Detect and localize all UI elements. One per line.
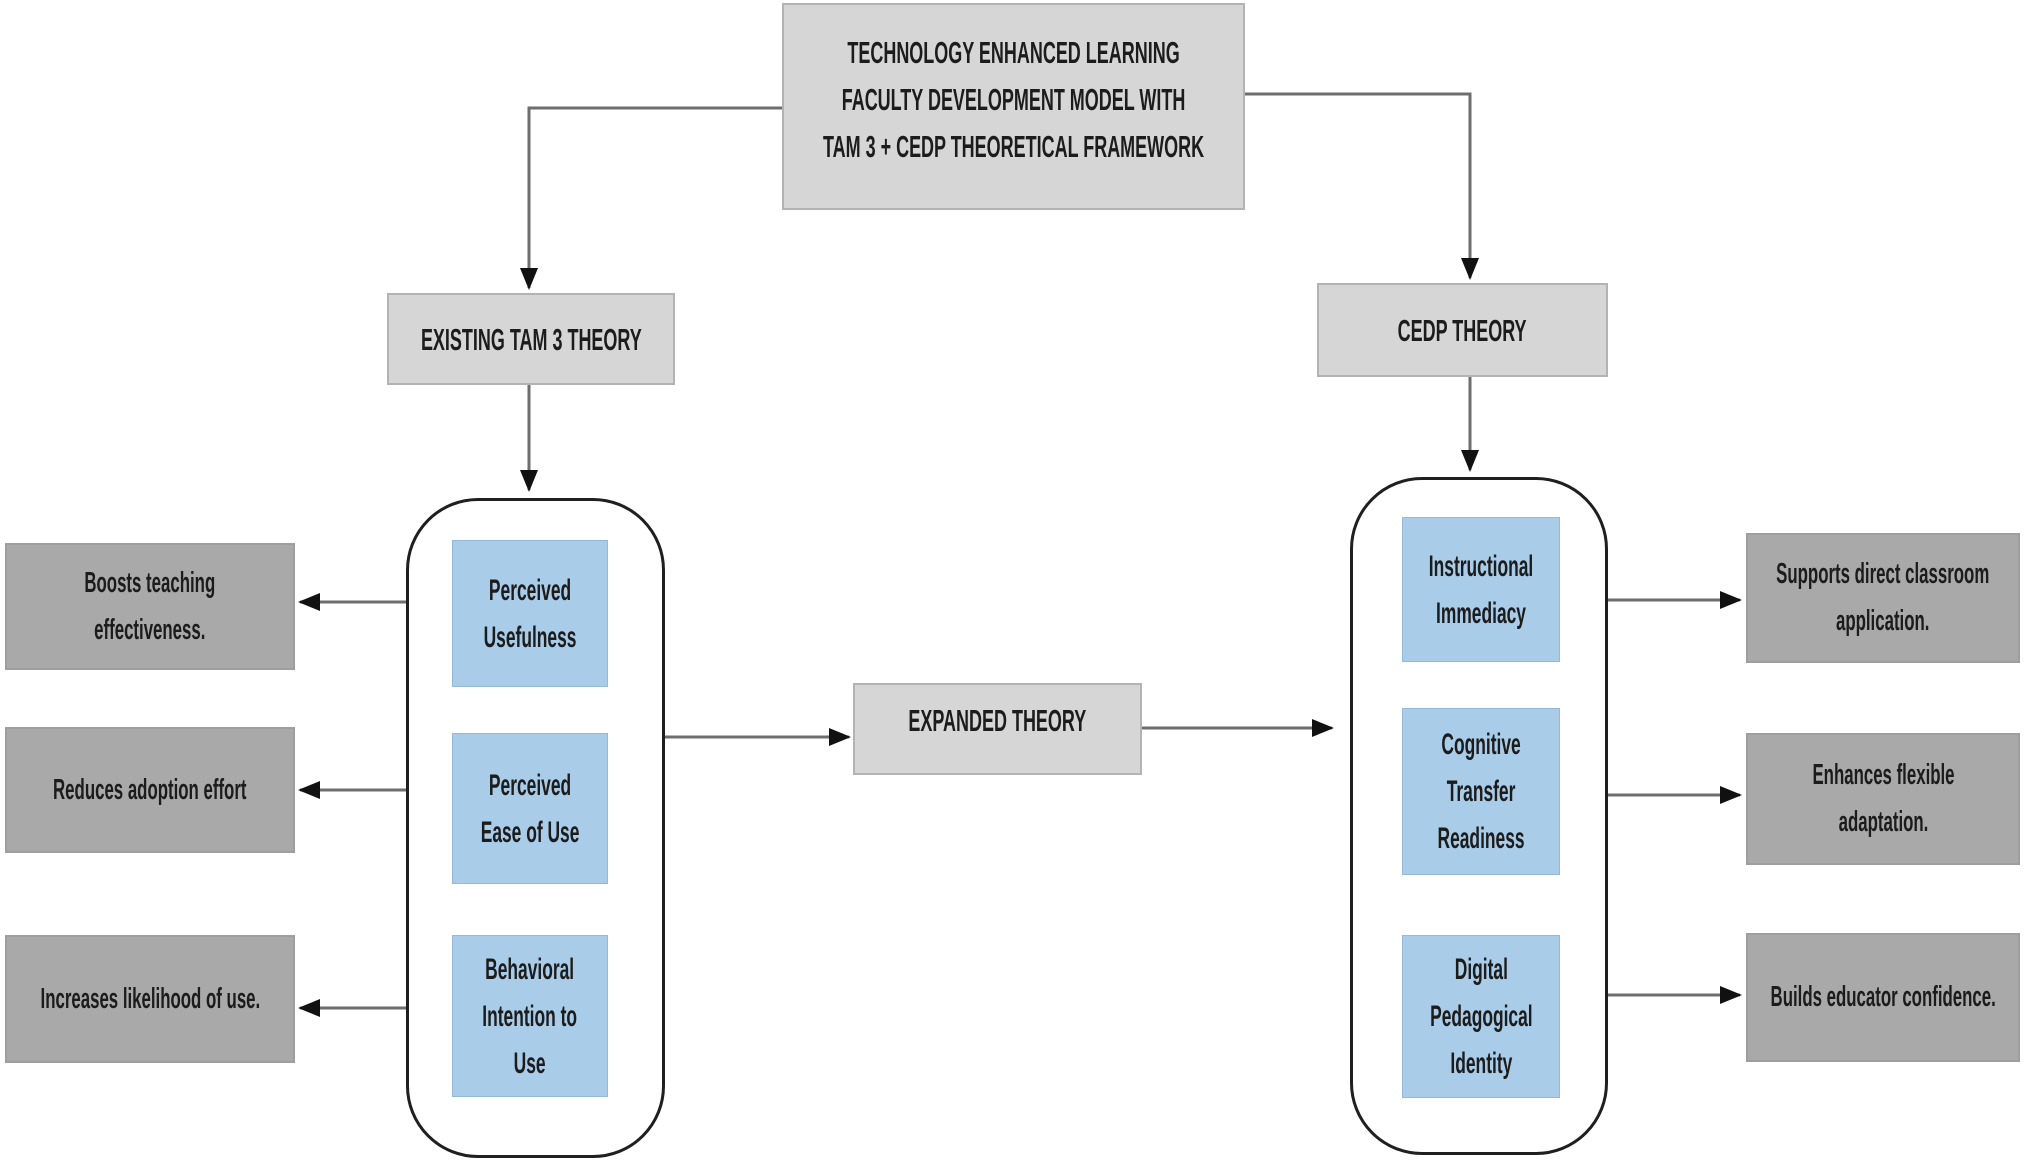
connector-title-to-tam3 [520, 106, 782, 290]
cedp-header-box: CEDP THEORY [1317, 283, 1608, 377]
outcome-label: Increases likelihood of use. [40, 982, 260, 1015]
outcome-box-reduces-adoption-effort: Reduces adoption effort [5, 727, 295, 853]
tam3-header-box: EXISTING TAM 3 THEORY [387, 293, 675, 385]
cedp-header-label: CEDP THEORY [1398, 312, 1527, 348]
expanded-theory-label: EXPANDED THEORY [908, 702, 1087, 738]
outcome-box-increases-likelihood-of-use: Increases likelihood of use. [5, 935, 295, 1063]
connector-title-to-cedp [1245, 92, 1479, 280]
outcome-box-builds-educator-confidence: Builds educator confidence. [1746, 933, 2020, 1062]
expanded-theory-box: EXPANDED THEORY [853, 683, 1142, 775]
tam3-header-label: EXISTING TAM 3 THEORY [420, 321, 642, 357]
outcome-label: Builds educator confidence. [1770, 981, 1996, 1013]
outcome-label: Reduces adoption effort [53, 773, 247, 806]
